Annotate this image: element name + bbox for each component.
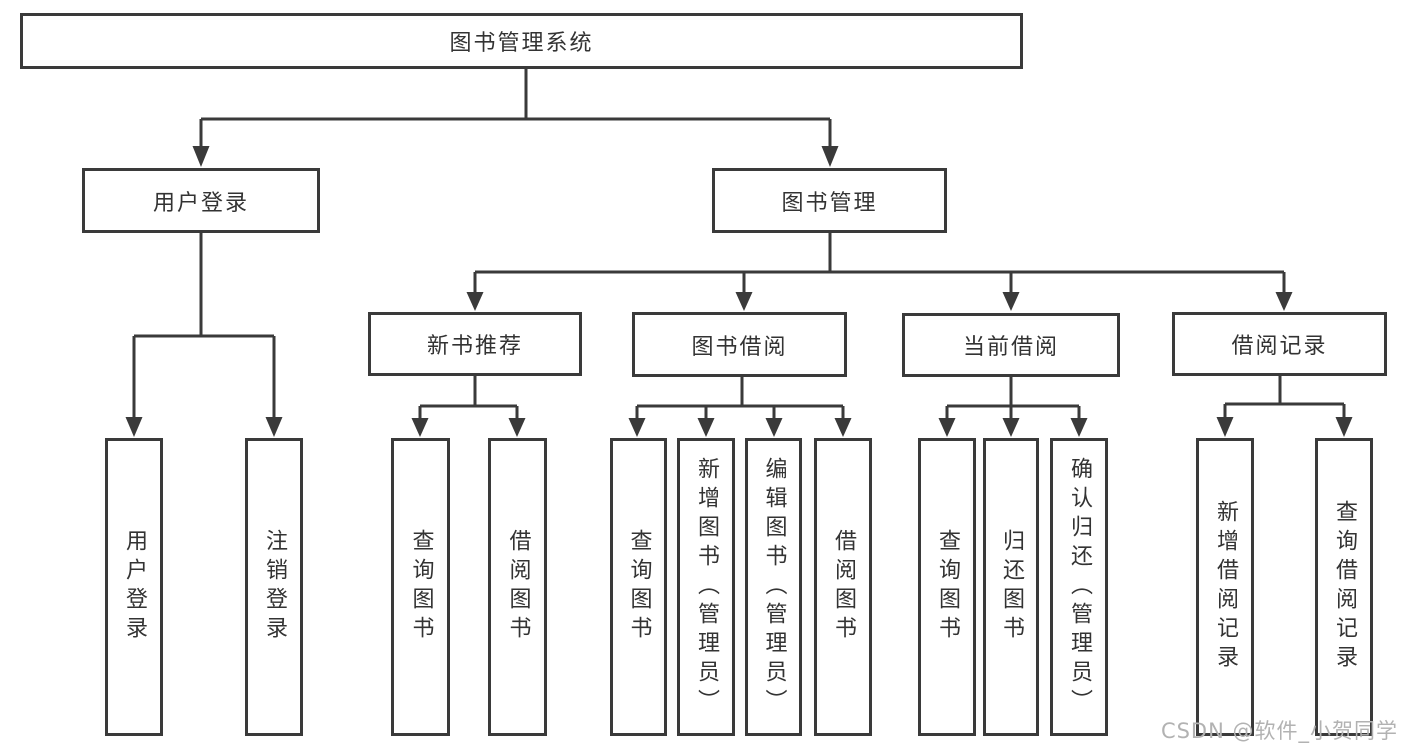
leaf-add-borrow-record-label: 新增借阅记录 xyxy=(1213,500,1238,674)
node-book-borrow: 图书借阅 xyxy=(632,312,847,377)
leaf-edit-book-admin-label: 编辑图书（管理员） xyxy=(761,456,787,718)
leaf-query-borrow-record: 查询借阅记录 xyxy=(1315,438,1373,736)
leaf-user-login-label: 用户登录 xyxy=(122,529,147,645)
leaf-query-book-borrow-label: 查询图书 xyxy=(626,529,652,645)
csdn-watermark: CSDN @软件_小贺同学 xyxy=(1160,719,1398,743)
leaf-edit-book-admin: 编辑图书（管理员） xyxy=(745,438,802,736)
leaf-return-book-label: 归还图书 xyxy=(999,529,1024,645)
leaf-logout-label: 注销登录 xyxy=(262,529,287,645)
leaf-query-book-borrow: 查询图书 xyxy=(610,438,667,736)
leaf-add-borrow-record: 新增借阅记录 xyxy=(1196,438,1254,736)
leaf-confirm-return-admin: 确认归还（管理员） xyxy=(1050,438,1108,736)
leaf-borrow-book-borrow-label: 借阅图书 xyxy=(831,529,856,645)
leaf-return-book: 归还图书 xyxy=(983,438,1039,736)
node-current-borrow: 当前借阅 xyxy=(902,313,1120,377)
leaf-add-book-admin-label: 新增图书（管理员） xyxy=(694,456,719,718)
node-user-login: 用户登录 xyxy=(82,168,320,233)
node-new-book-recommend: 新书推荐 xyxy=(368,312,582,376)
leaf-borrow-book-borrow: 借阅图书 xyxy=(814,438,872,736)
leaf-add-book-admin: 新增图书（管理员） xyxy=(677,438,735,736)
node-library-system: 图书管理系统 xyxy=(20,13,1023,69)
node-user-login-label: 用户登录 xyxy=(152,190,249,216)
leaf-user-login: 用户登录 xyxy=(105,438,163,736)
leaf-borrow-book-recommend: 借阅图书 xyxy=(488,438,547,736)
node-borrow-records: 借阅记录 xyxy=(1172,312,1387,376)
leaf-query-book-current-label: 查询图书 xyxy=(935,529,960,645)
node-book-management: 图书管理 xyxy=(712,168,947,233)
node-new-book-recommend-label: 新书推荐 xyxy=(426,334,523,359)
leaf-borrow-book-recommend-label: 借阅图书 xyxy=(505,529,531,645)
node-current-borrow-label: 当前借阅 xyxy=(962,335,1059,360)
node-borrow-records-label: 借阅记录 xyxy=(1231,334,1328,359)
leaf-query-book-current: 查询图书 xyxy=(918,438,976,736)
leaf-confirm-return-admin-label: 确认归还（管理员） xyxy=(1067,456,1092,718)
leaf-query-book-recommend: 查询图书 xyxy=(391,438,450,736)
leaf-query-borrow-record-label: 查询借阅记录 xyxy=(1332,500,1357,674)
node-book-management-label: 图书管理 xyxy=(781,190,878,216)
node-library-system-label: 图书管理系统 xyxy=(449,31,594,56)
leaf-query-book-recommend-label: 查询图书 xyxy=(408,529,434,645)
leaf-logout: 注销登录 xyxy=(245,438,303,736)
node-book-borrow-label: 图书借阅 xyxy=(691,334,788,360)
